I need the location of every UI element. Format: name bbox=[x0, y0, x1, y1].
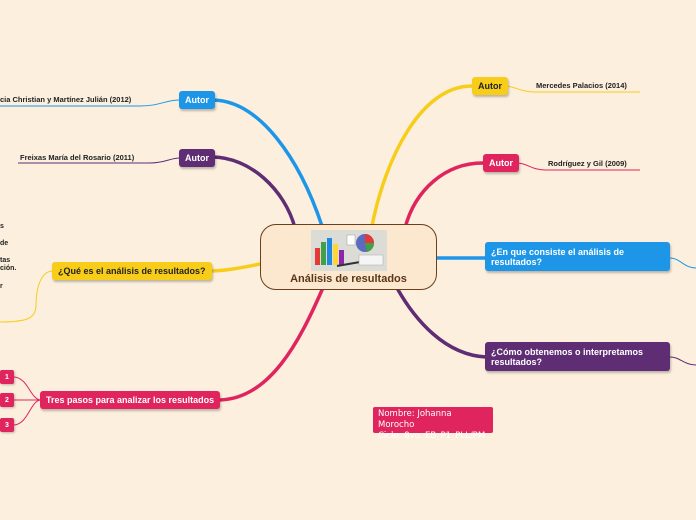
topic-autor-blue[interactable]: Autor bbox=[179, 91, 215, 109]
leaf-purple-author[interactable]: Freixas María del Rosario (2011) bbox=[20, 153, 135, 162]
clipped-text-fragment: r bbox=[0, 283, 3, 290]
connector-que-es bbox=[206, 262, 262, 273]
leaf-red-author[interactable]: Rodríguez y Gil (2009) bbox=[548, 159, 627, 168]
connector-como-right bbox=[669, 356, 696, 366]
connector-que-es-leaf bbox=[0, 270, 53, 323]
connector-purple-leaf bbox=[18, 157, 181, 164]
connector-autor-red bbox=[403, 161, 485, 230]
connector-red-leaf bbox=[516, 162, 640, 171]
step-badge-3[interactable]: 3 bbox=[0, 418, 14, 432]
clipped-text-fragment: s bbox=[0, 223, 4, 230]
connector-como-obtenemos bbox=[395, 286, 488, 359]
step-badge-2[interactable]: 2 bbox=[0, 393, 14, 407]
connector-step-3 bbox=[13, 399, 41, 426]
topic-como-obtenemos[interactable]: ¿Cómo obtenemos o interpretamos resultad… bbox=[485, 342, 670, 371]
charts-and-pen-image bbox=[311, 230, 387, 271]
leaf-yellow-author[interactable]: Mercedes Palacios (2014) bbox=[536, 81, 627, 90]
author-note-name: Nombre: Johanna Morocho bbox=[378, 409, 452, 430]
topic-tres-pasos[interactable]: Tres pasos para analizar los resultados bbox=[40, 391, 221, 409]
topic-autor-purple[interactable]: Autor bbox=[179, 149, 215, 167]
connector-autor-purple bbox=[210, 155, 297, 230]
step-badge-1[interactable]: 1 bbox=[0, 370, 14, 384]
connector-autor-blue bbox=[210, 98, 324, 228]
author-note[interactable]: Nombre: Johanna Morocho Ciclo: 8vo. EB_P… bbox=[373, 407, 493, 441]
author-note-cycle: Ciclo: 8vo. EB_P1_PLL/PM bbox=[378, 431, 486, 441]
clipped-text-fragment: ción. bbox=[0, 265, 17, 272]
central-topic-title: Análisis de resultados bbox=[290, 273, 407, 285]
connector-blue-leaf bbox=[0, 99, 181, 107]
connector-step-1 bbox=[13, 376, 41, 401]
topic-autor-yellow[interactable]: Autor bbox=[472, 77, 508, 95]
clipped-text-fragment: tas bbox=[0, 257, 11, 264]
connector-autor-yellow bbox=[370, 84, 474, 228]
topic-que-es-analisis[interactable]: ¿Qué es el análisis de resultados? bbox=[52, 262, 212, 280]
leaf-blue-author[interactable]: cia Christian y Martínez Julián (2012) bbox=[0, 95, 132, 104]
connector-tres-pasos bbox=[216, 288, 324, 402]
topic-en-que-consiste[interactable]: ¿En que consiste el análisis de resultad… bbox=[485, 242, 670, 271]
connector-en-que-right bbox=[669, 257, 696, 269]
clipped-text-fragment: de bbox=[0, 240, 9, 247]
topic-autor-red[interactable]: Autor bbox=[483, 154, 519, 172]
central-topic[interactable]: Análisis de resultados bbox=[260, 224, 437, 290]
